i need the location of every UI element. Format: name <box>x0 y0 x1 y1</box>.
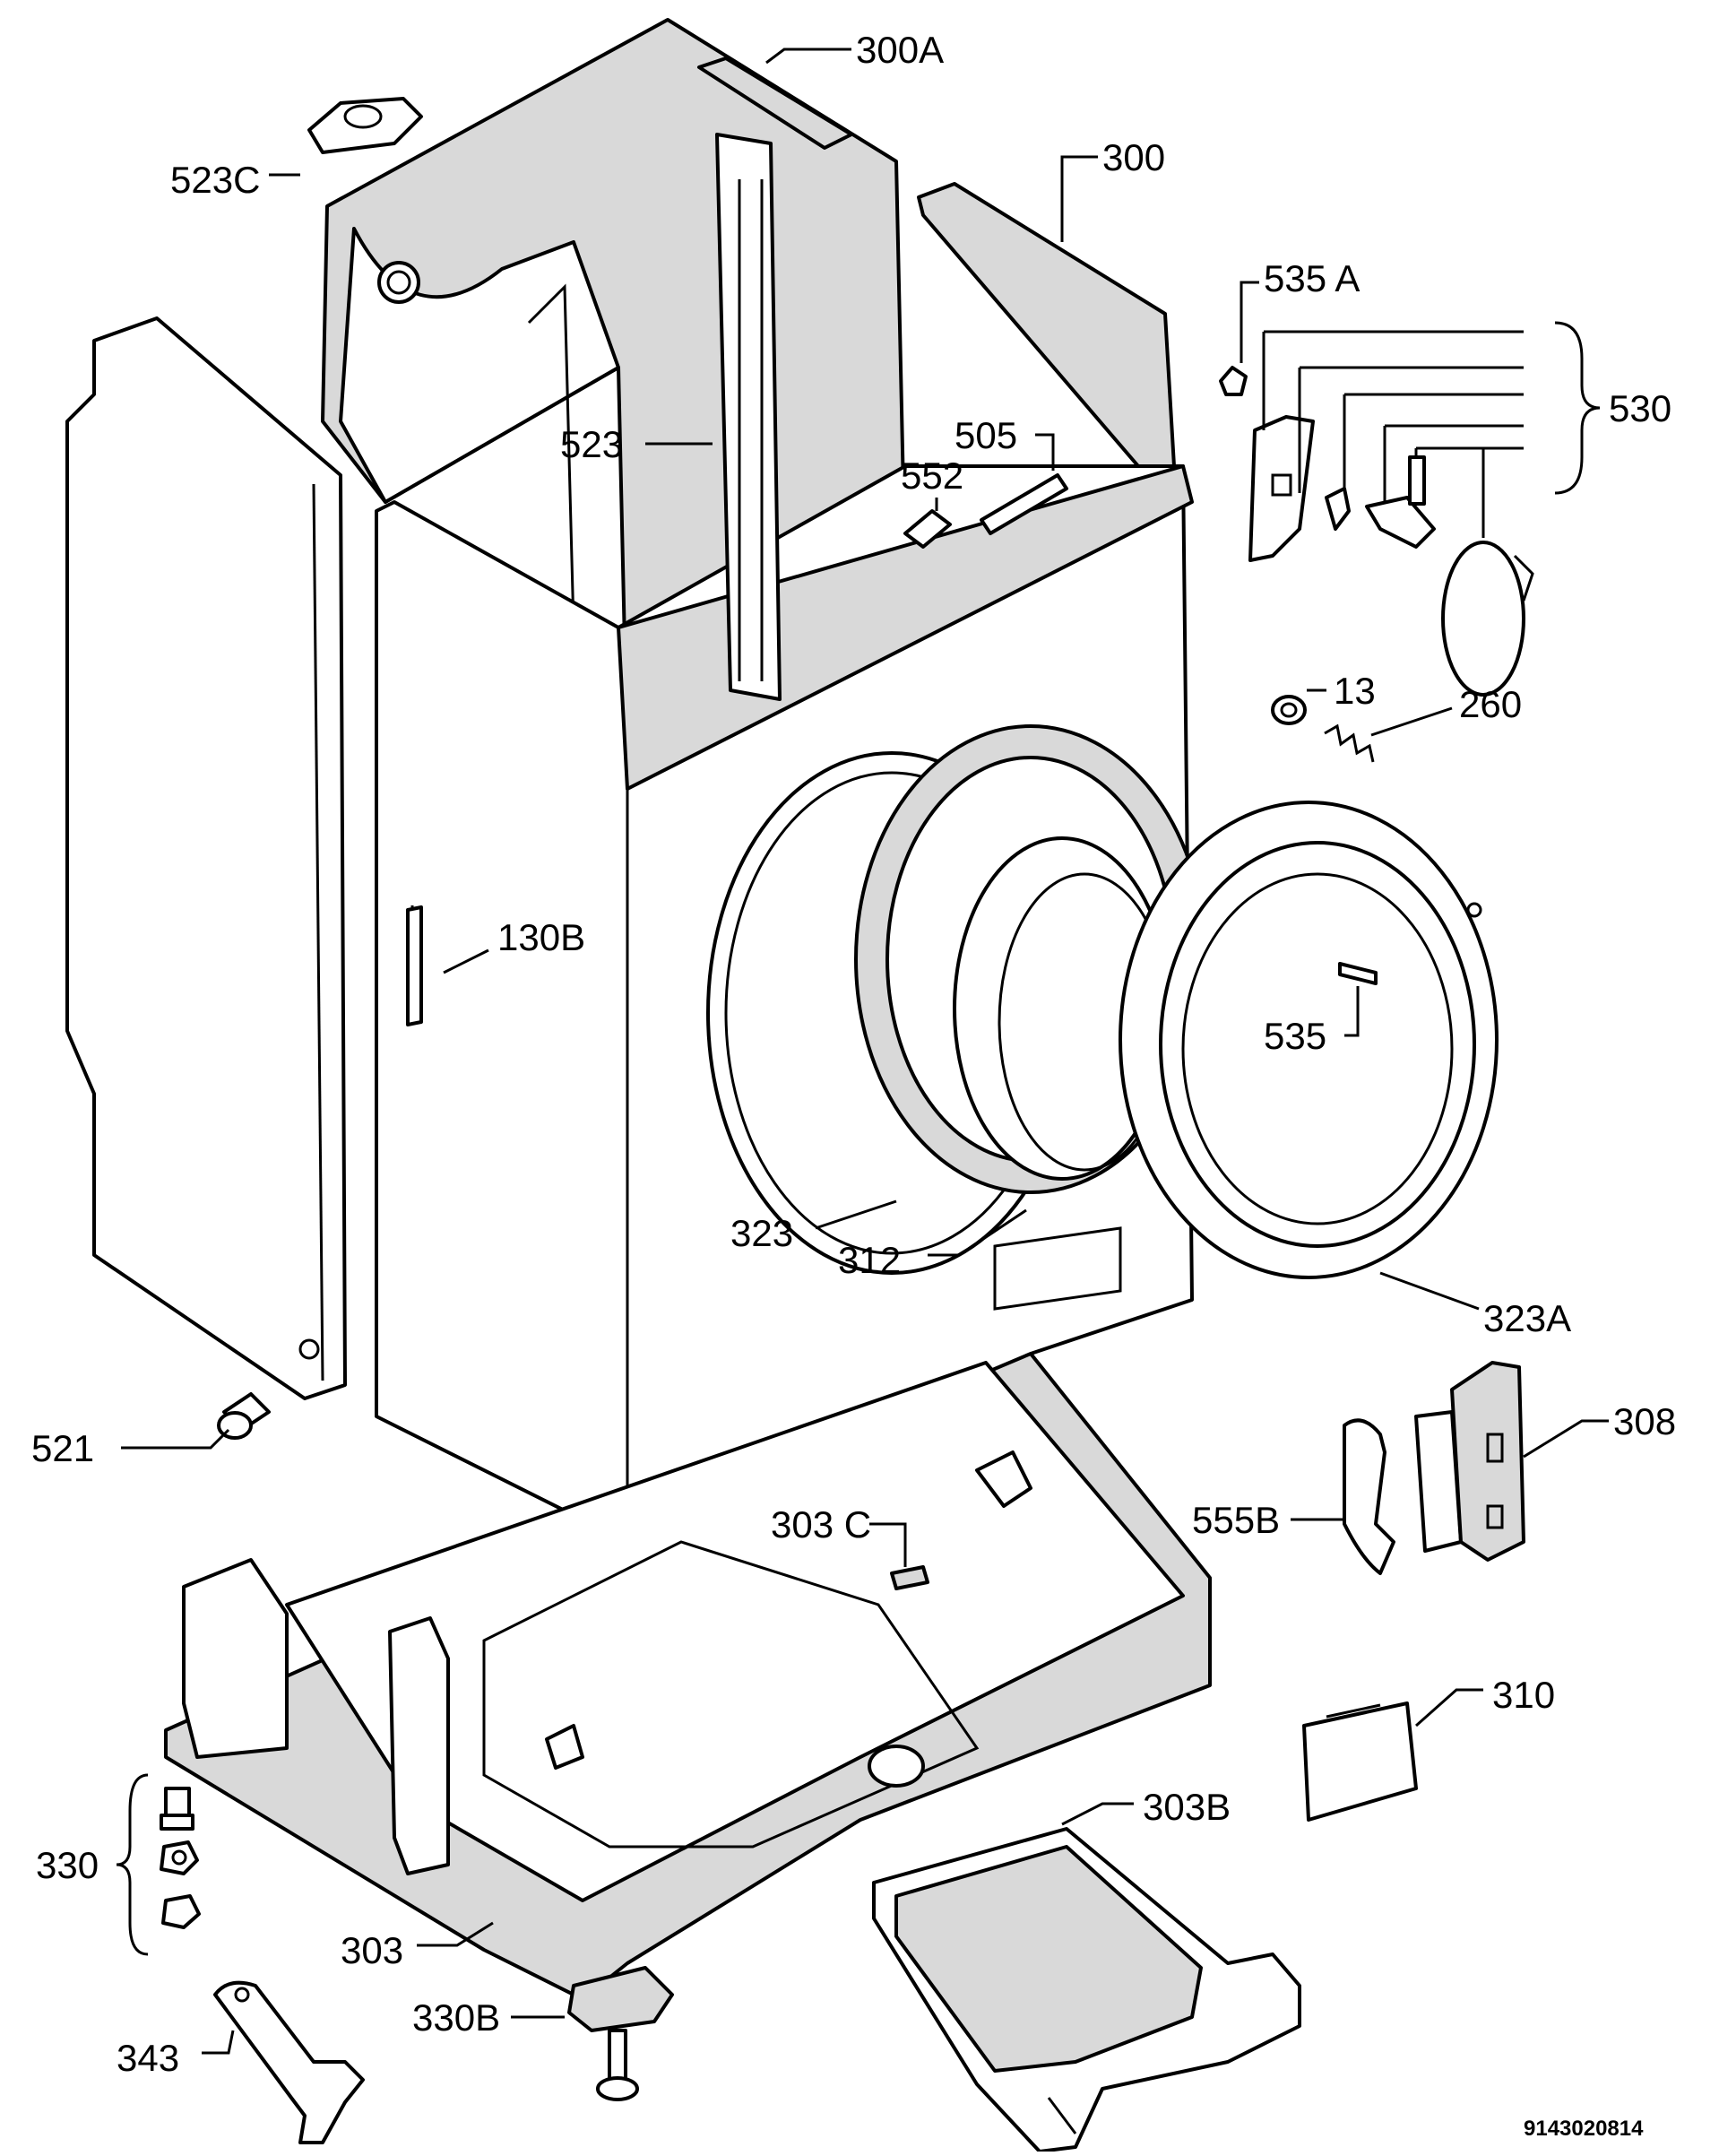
label-330: 330 <box>36 1844 99 1886</box>
label-343: 343 <box>117 2037 179 2079</box>
label-303c: 303 C <box>771 1503 871 1546</box>
label-303b: 303B <box>1143 1786 1231 1828</box>
label-530: 530 <box>1609 387 1671 429</box>
top-strip <box>697 56 853 150</box>
door-seal-312 <box>854 724 1207 1194</box>
rear-strip-523 <box>715 133 782 701</box>
spring-260 <box>1324 723 1375 763</box>
label-555b: 555B <box>1192 1499 1280 1541</box>
cover-555b <box>1343 1418 1395 1575</box>
label-310: 310 <box>1492 1674 1555 1716</box>
leader-lines <box>116 48 1609 2055</box>
label-130b: 130B <box>497 916 585 958</box>
part-552 <box>903 509 952 549</box>
part-13 <box>1271 695 1307 725</box>
clip-523c <box>307 97 423 154</box>
bottom-plate-303b <box>872 1827 1301 2153</box>
part-labels: 300A 300 523C 535 A 530 523 505 552 13 2… <box>31 29 1676 2141</box>
drawing-code: 9143020814 <box>1524 2117 1644 2141</box>
label-312: 312 <box>838 1239 901 1281</box>
wrench-343 <box>213 1980 365 2144</box>
door-323a <box>1119 801 1499 1279</box>
handle-assembly-530 <box>1248 415 1534 697</box>
label-300a: 300A <box>856 29 944 71</box>
label-260: 260 <box>1459 683 1522 725</box>
label-323: 323 <box>730 1212 793 1254</box>
stop-535a <box>1219 366 1248 396</box>
rod-505 <box>980 473 1068 535</box>
label-523: 523 <box>560 423 623 465</box>
label-521: 521 <box>31 1427 94 1469</box>
label-505: 505 <box>955 414 1017 456</box>
side-panel-left <box>65 316 347 1400</box>
label-323a: 323A <box>1483 1297 1571 1339</box>
hinge-308 <box>1414 1361 1525 1562</box>
base-frame-303 <box>164 1352 1212 2001</box>
label-535a: 535 A <box>1264 257 1360 299</box>
label-300: 300 <box>1102 136 1165 178</box>
label-303: 303 <box>341 1929 403 1971</box>
foot-330b <box>567 1966 674 2101</box>
filter-cover-310 <box>1302 1701 1418 1822</box>
label-552: 552 <box>901 455 963 497</box>
label-523c: 523C <box>170 159 260 201</box>
frame-300 <box>917 182 1176 468</box>
pad-303c <box>890 1565 929 1590</box>
label-13: 13 <box>1334 670 1376 712</box>
label-535: 535 <box>1264 1015 1326 1057</box>
label-308: 308 <box>1613 1400 1676 1442</box>
label-330b: 330B <box>412 1996 500 2039</box>
screw-set-330 <box>160 1787 201 1929</box>
